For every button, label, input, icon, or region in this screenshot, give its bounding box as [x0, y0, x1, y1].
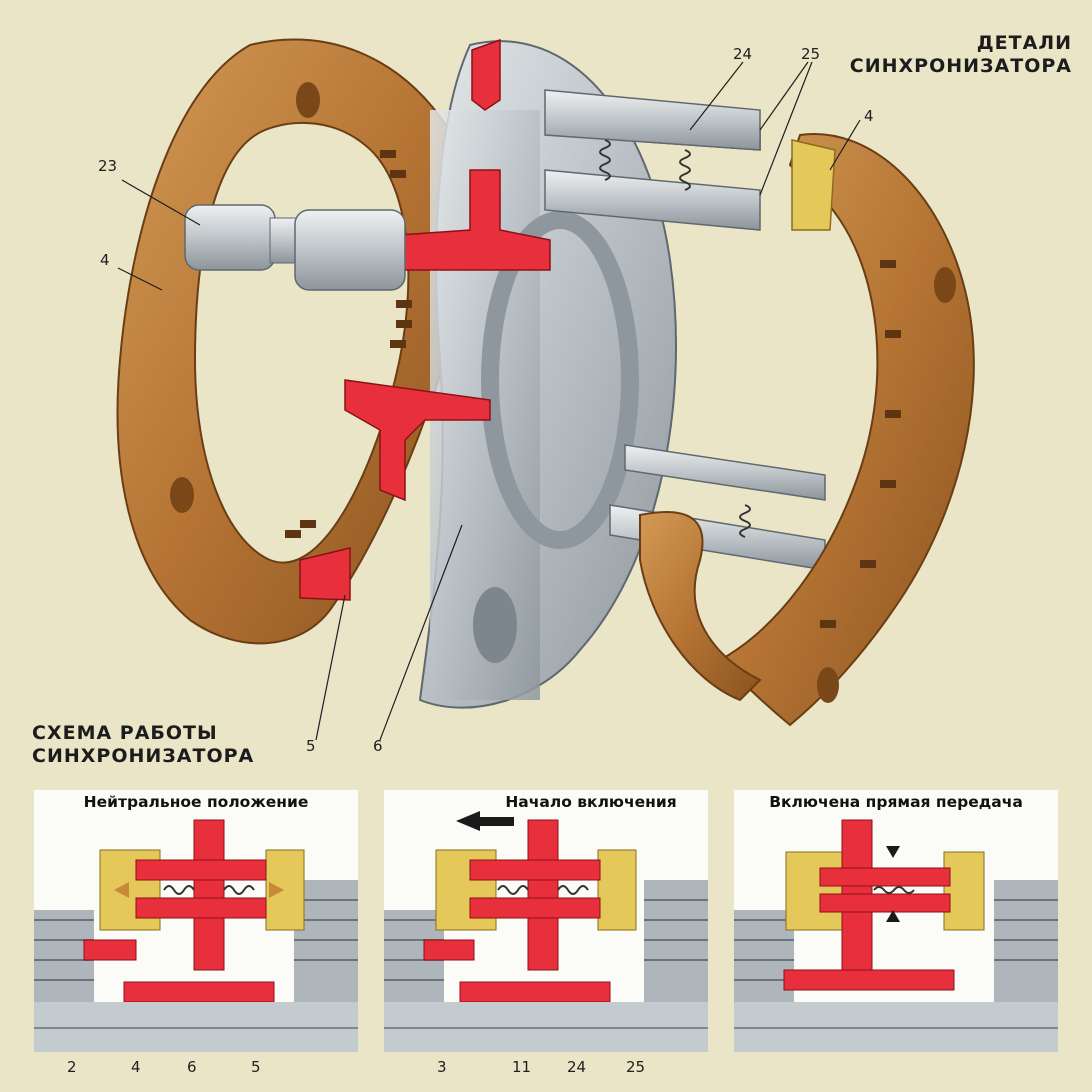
arrow-left-icon	[456, 811, 514, 831]
callout-6: 6	[373, 737, 383, 755]
panel-engaged-graphic	[734, 819, 1058, 1052]
left-ring-hole-bottom	[170, 477, 194, 513]
label-24: 24	[567, 1058, 587, 1076]
label-4: 4	[131, 1058, 141, 1076]
panel-title-neutral: Нейтральное положение	[83, 793, 309, 811]
left-blocker-ring	[116, 38, 471, 645]
panel-neutral-graphic	[34, 819, 358, 1052]
label-11: 11	[512, 1058, 532, 1076]
callout-25: 25	[801, 45, 821, 63]
spring-icon-lower	[739, 504, 751, 538]
right-ring-hole	[934, 267, 956, 303]
title-parts: ДЕТАЛИ СИНХРОНИЗАТОРА	[849, 32, 1072, 77]
right-blocker-ring	[639, 133, 975, 727]
right-ring-hole-bottom	[817, 667, 839, 703]
right-ring-yellow-insert	[791, 139, 836, 231]
spring-icon	[497, 885, 589, 895]
panel-start-graphic	[384, 811, 708, 1052]
panel-engaged: Включена прямая передача	[734, 790, 1058, 1052]
panel-neutral: Нейтральное положение	[34, 790, 358, 1052]
callout-23: 23	[98, 157, 118, 175]
shaft-23	[184, 204, 406, 291]
arrow-down-icon	[886, 846, 900, 858]
label-5: 5	[251, 1058, 261, 1076]
panel-start: Начало включения	[384, 790, 708, 1052]
title-scheme: СХЕМА РАБОТЫ СИНХРОНИЗАТОРА	[32, 722, 255, 767]
arrow-up-icon	[886, 910, 900, 922]
left-ring-hole-top	[296, 82, 320, 118]
label-6: 6	[187, 1058, 197, 1076]
exploded-view	[116, 38, 975, 741]
panel-title-engaged: Включена прямая передача	[769, 793, 1023, 811]
ring-gear	[481, 211, 639, 549]
label-25: 25	[626, 1058, 646, 1076]
callout-4-left: 4	[100, 251, 110, 269]
callout-5: 5	[306, 737, 316, 755]
label-2: 2	[67, 1058, 77, 1076]
leader-lines	[117, 61, 861, 741]
panel-title-start: Начало включения	[505, 793, 677, 811]
spring-icon	[163, 885, 255, 895]
label-3: 3	[437, 1058, 447, 1076]
callout-24: 24	[733, 45, 753, 63]
hub-hole	[473, 587, 517, 663]
spring-icon	[599, 139, 691, 191]
blocks-top	[544, 89, 761, 231]
spring-icon	[873, 886, 915, 894]
callout-4-right: 4	[864, 107, 874, 125]
